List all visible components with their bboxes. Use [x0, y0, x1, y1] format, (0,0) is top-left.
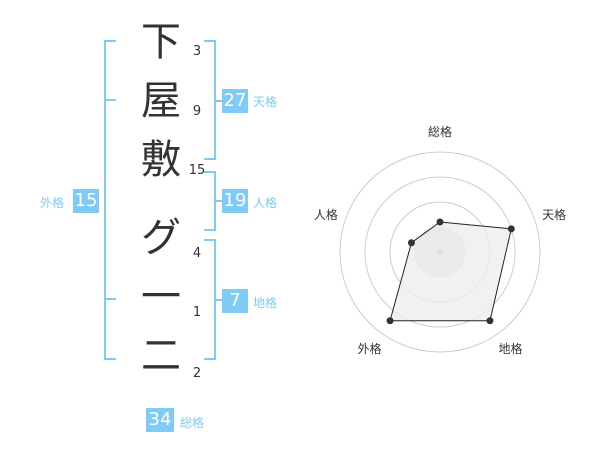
- tenkaku-bracket-top: [204, 40, 216, 42]
- name-char-2: 屋: [141, 78, 181, 124]
- gaikaku-bracket-tick-lower: [104, 298, 116, 300]
- jinkaku-bracket-connector: [214, 200, 222, 202]
- tenkaku-label: 天格: [253, 95, 278, 109]
- radar-point-5: [407, 239, 415, 247]
- radar-area: [389, 221, 512, 322]
- chikaku-bracket-bottom: [204, 358, 216, 360]
- jinkaku-bracket-top: [204, 171, 216, 173]
- stroke-count-3: 15: [188, 163, 206, 178]
- stroke-count-1: 3: [192, 44, 202, 59]
- radar-axis-label-3: 地格: [499, 341, 523, 356]
- radar-axis-label-2: 天格: [542, 207, 566, 222]
- radar-axis-label-5: 人格: [314, 207, 338, 222]
- tenkaku-value: 27: [222, 89, 248, 113]
- gaikaku-bracket-top: [104, 40, 116, 42]
- gaikaku-bracket-bottom: [104, 358, 116, 360]
- chikaku-bracket-top: [204, 239, 216, 241]
- radar-ring-3: [364, 176, 516, 328]
- radar-point-1: [436, 218, 444, 226]
- jinkaku-value: 19: [222, 189, 248, 213]
- radar-axis-label-1: 総格: [428, 124, 452, 139]
- name-char-5: 一: [141, 274, 181, 320]
- radar-point-3: [486, 317, 494, 325]
- jinkaku-bracket-bottom: [204, 229, 216, 231]
- radar-point-2: [507, 225, 515, 233]
- chikaku-value: 7: [222, 289, 248, 313]
- name-char-1: 下: [141, 19, 181, 65]
- gaikaku-bracket-vertical: [104, 40, 106, 360]
- soukaku-value: 34: [146, 408, 174, 432]
- chikaku-label: 地格: [253, 296, 278, 310]
- tenkaku-bracket-connector: [214, 100, 222, 102]
- gaikaku-value: 15: [73, 189, 99, 213]
- jinkaku-label: 人格: [253, 196, 278, 210]
- name-char-6: 二: [141, 333, 181, 379]
- stroke-count-6: 2: [192, 366, 202, 381]
- soukaku-label: 総格: [180, 416, 205, 430]
- stroke-count-5: 1: [192, 305, 202, 320]
- radar-ring-4: [339, 151, 541, 353]
- name-char-3: 敷: [141, 137, 181, 183]
- gaikaku-label: 外格: [40, 196, 65, 210]
- radar-polygon: [389, 221, 512, 322]
- stroke-count-2: 9: [192, 104, 202, 119]
- name-char-4: グ: [141, 215, 181, 261]
- radar-points: [386, 218, 515, 325]
- tenkaku-bracket-bottom: [204, 158, 216, 160]
- stroke-count-4: 4: [192, 246, 202, 261]
- gaikaku-bracket-tick-upper: [104, 99, 116, 101]
- radar-point-4: [386, 317, 394, 325]
- radar-axis-label-4: 外格: [357, 341, 381, 356]
- chikaku-bracket-connector: [214, 299, 222, 301]
